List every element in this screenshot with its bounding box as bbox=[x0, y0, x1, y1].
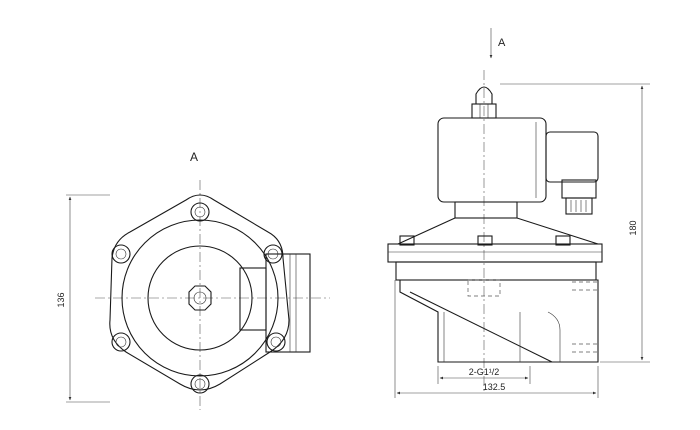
body-diagonal bbox=[409, 291, 553, 363]
internal-passage bbox=[467, 279, 501, 297]
top-view: A bbox=[56, 150, 330, 410]
bolt-hole-lower-left bbox=[111, 332, 131, 352]
flange-outline bbox=[109, 194, 290, 391]
bolt-right bbox=[555, 235, 571, 246]
solenoid-coil bbox=[437, 117, 547, 203]
height-dimension-left-label: 136 bbox=[56, 292, 66, 307]
valve-body bbox=[399, 279, 599, 363]
top-view-label: A bbox=[190, 150, 198, 164]
connector-top bbox=[265, 253, 311, 353]
front-view: A bbox=[387, 28, 650, 398]
width-dimension-label: 132.5 bbox=[483, 382, 506, 392]
bonnet-bolts bbox=[399, 235, 571, 246]
cable-gland bbox=[561, 179, 597, 199]
flange-lower bbox=[395, 261, 597, 281]
top-cap bbox=[475, 86, 493, 105]
bolt-hole-upper-left bbox=[111, 244, 131, 264]
coil-neck bbox=[454, 201, 518, 219]
bolt-center bbox=[477, 235, 493, 246]
bolt-hole-lower-right bbox=[266, 332, 286, 352]
center-nut bbox=[188, 285, 212, 311]
bolt-hole-bottom bbox=[190, 374, 210, 394]
din-connector bbox=[545, 131, 599, 183]
gland-nut bbox=[565, 197, 593, 215]
view-arrow-label: A bbox=[498, 37, 506, 49]
flange-upper bbox=[387, 243, 603, 263]
bolt-hole-top bbox=[190, 202, 210, 222]
body-inner-circle bbox=[147, 245, 253, 351]
bolt-left bbox=[399, 235, 415, 246]
port-thread-label: 2-G1¹/2 bbox=[469, 367, 500, 377]
bonnet bbox=[397, 217, 599, 245]
body-outer-circle bbox=[121, 219, 279, 377]
coil-box-top bbox=[239, 267, 267, 331]
height-dimension-right-label: 180 bbox=[628, 220, 638, 235]
